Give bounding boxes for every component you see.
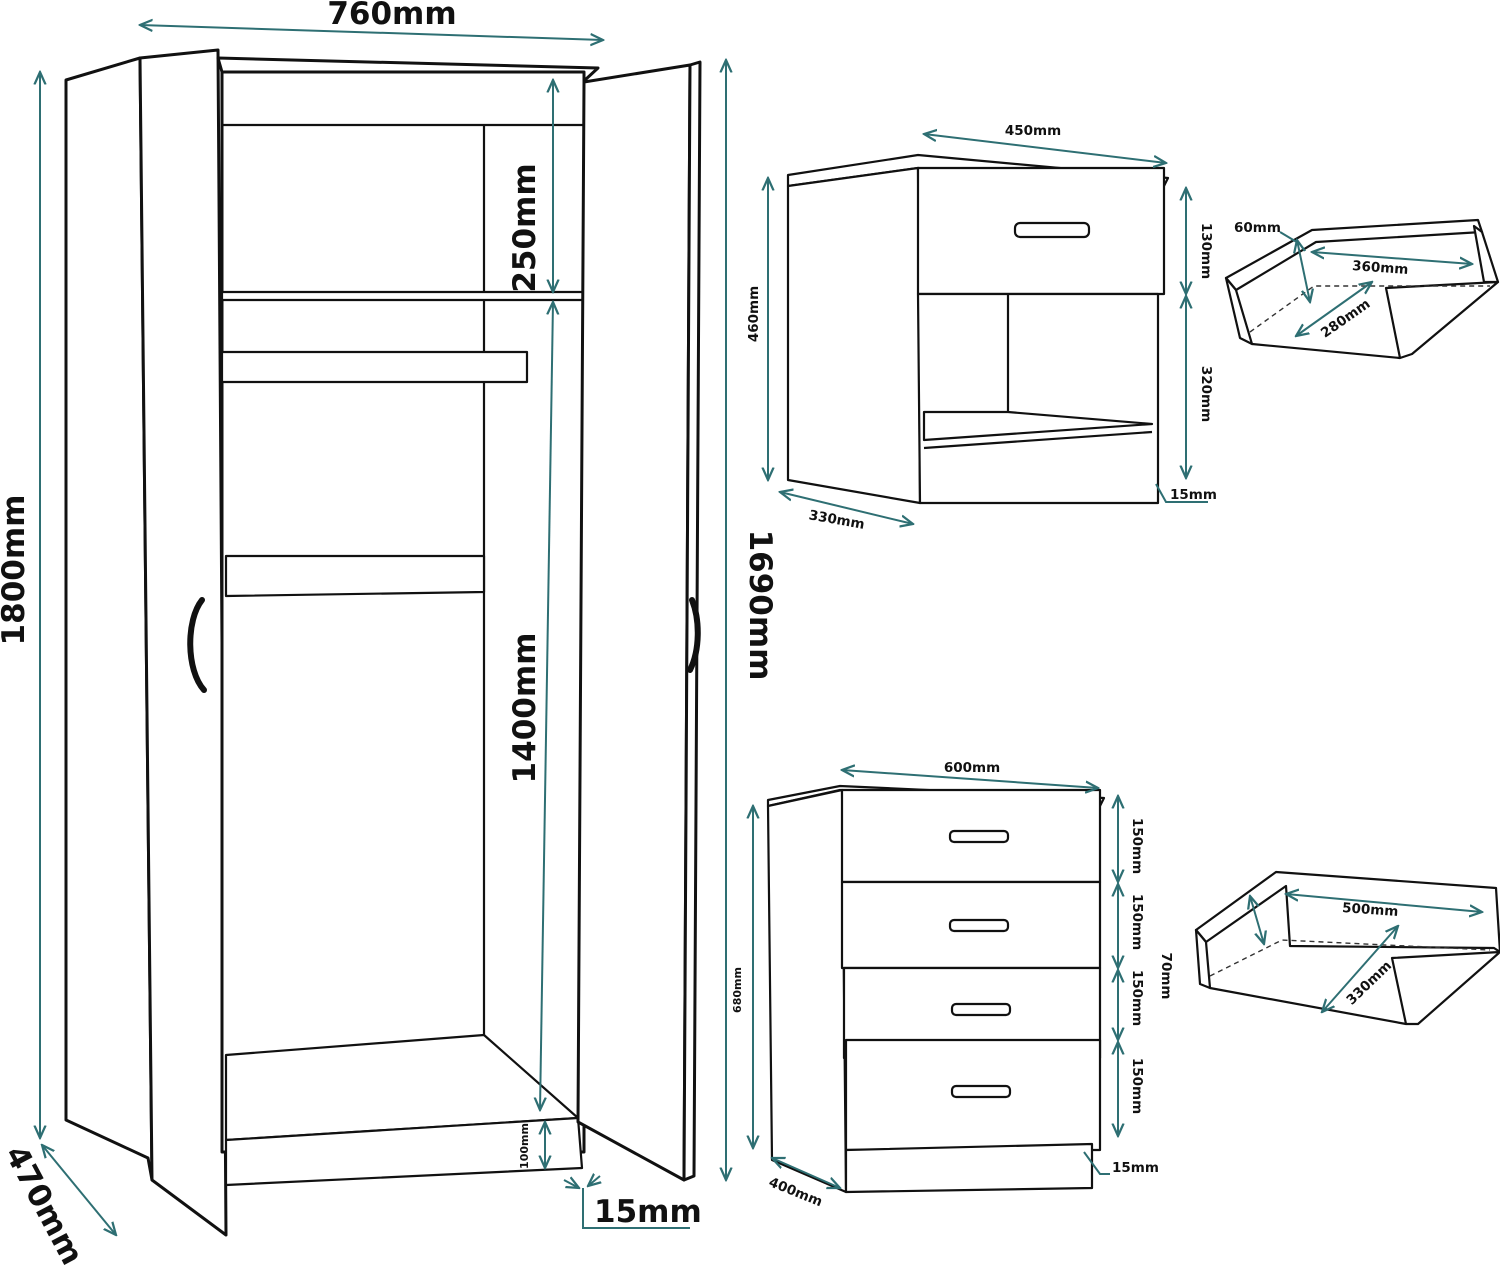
bedside-depth-line [780, 492, 913, 524]
bedside-dimensions: 450mm 460mm 330mm 130mm 320mm 15mm [746, 123, 1217, 533]
chest-of-drawers-drawing [766, 784, 1106, 1194]
chest-drawer-box-height-label: 70mm [1158, 953, 1174, 1000]
wardrobe-carcass [220, 70, 586, 1154]
bedside-drawer-box: 60mm 360mm 280mm [1224, 218, 1500, 360]
chest-drawer-box: 70mm 500mm 330mm [1158, 870, 1500, 1026]
wardrobe-top-compartment-label: 250mm [507, 163, 543, 292]
bedside-width-line [924, 134, 1166, 163]
chest-drawer-1-handle [948, 829, 1010, 844]
chest-drawer-3-handle [950, 1002, 1012, 1017]
wardrobe-left-door [138, 48, 228, 1237]
bedside-drawer-handle [1013, 221, 1091, 239]
wardrobe-left-door-edge [64, 56, 154, 1182]
wardrobe-drawing [64, 48, 702, 1237]
wardrobe-panel-thickness-label: 15mm [594, 1194, 702, 1230]
chest-depth-line [772, 1158, 840, 1188]
chest-width-line [842, 770, 1098, 788]
chest-height-label: 680mm [731, 967, 744, 1013]
bedside-drawer-height-label: 130mm [1198, 223, 1214, 279]
wardrobe-width-line [140, 25, 603, 40]
wardrobe-middle-shelf [224, 554, 486, 598]
chest-drawer-hidden-edge [1209, 939, 1491, 977]
wardrobe-hanging-space-line [540, 302, 553, 1110]
bedside-drawer-box-width-label: 360mm [1352, 258, 1409, 278]
chest-drawer-3-height-label: 150mm [1129, 970, 1145, 1026]
chest-panel-thickness-label: 15mm [1112, 1160, 1159, 1176]
wardrobe-plinth [224, 1116, 584, 1187]
bedside-drawer-height-leader [1279, 231, 1301, 245]
wardrobe-right-handle [687, 597, 701, 673]
chest-drawer-4-height-label: 150mm [1129, 1058, 1145, 1114]
bedside-height-label: 460mm [746, 286, 762, 342]
bedside-panel-leader [1155, 483, 1208, 503]
chest-side-panel [766, 788, 848, 1194]
chest-drawer-box-depth-label: 330mm [1343, 958, 1395, 1009]
chest-drawer-width-line [1286, 894, 1482, 912]
wardrobe-depth-label: 470mm [0, 1140, 90, 1266]
bedside-side-panel [786, 166, 922, 505]
bedside-width-label: 450mm [1005, 123, 1061, 139]
wardrobe-plinth-label: 100mm [518, 1123, 531, 1169]
wardrobe-panel-arrow-right [588, 1176, 600, 1186]
chest-drawer-box-width-label: 500mm [1342, 900, 1399, 920]
bedside-drawer-box-depth-label: 280mm [1318, 296, 1373, 341]
wardrobe-inner-height-label: 1690mm [742, 530, 778, 681]
chest-panel-leader [1083, 1151, 1110, 1175]
bedside-open-space-label: 320mm [1198, 366, 1214, 422]
bedside-open-frame [916, 292, 1160, 505]
bedside-drawer-front-right [1384, 280, 1500, 360]
chest-drawer-1-height-label: 150mm [1129, 818, 1145, 874]
wardrobe-right-door [576, 63, 692, 1182]
chest-drawer-height-line-box [1250, 896, 1264, 944]
wardrobe-panel-leader [582, 1188, 690, 1229]
bedside-plinth-edge [923, 430, 1153, 450]
bedside-drawer-depth-line [1296, 282, 1372, 336]
wardrobe-panel-arrow-left [563, 1180, 579, 1188]
wardrobe-width-label: 760mm [327, 0, 456, 32]
bedside-table-drawing [786, 153, 1170, 505]
chest-width-label: 600mm [944, 760, 1000, 776]
wardrobe-hanging-space-label: 1400mm [507, 633, 543, 784]
chest-drawer-2-height-label: 150mm [1129, 894, 1145, 950]
chest-drawer-bottom-edge [1209, 986, 1407, 1026]
wardrobe-hanging-rail [220, 350, 529, 384]
chest-drawer-front-right [1390, 950, 1500, 1026]
bedside-drawer-right-back [1472, 224, 1500, 284]
chest-plinth [844, 1142, 1094, 1194]
bedside-drawer-box-height-label: 60mm [1234, 220, 1281, 236]
wardrobe-right-door-edge [682, 60, 702, 1182]
wardrobe-left-handle [187, 597, 207, 693]
wardrobe-height-label: 1800mm [0, 495, 32, 646]
bedside-drawer-width-line [1312, 252, 1472, 264]
wardrobe-depth-line [42, 1145, 116, 1235]
bedside-panel-thickness-label: 15mm [1170, 487, 1217, 503]
chest-drawer-2-handle [948, 918, 1010, 933]
chest-drawer-4-handle [950, 1084, 1012, 1099]
chest-drawer-depth-line [1322, 926, 1398, 1012]
bedside-bottom-shelf [922, 410, 1154, 442]
bedside-drawer-bottom-edge [1251, 342, 1401, 360]
